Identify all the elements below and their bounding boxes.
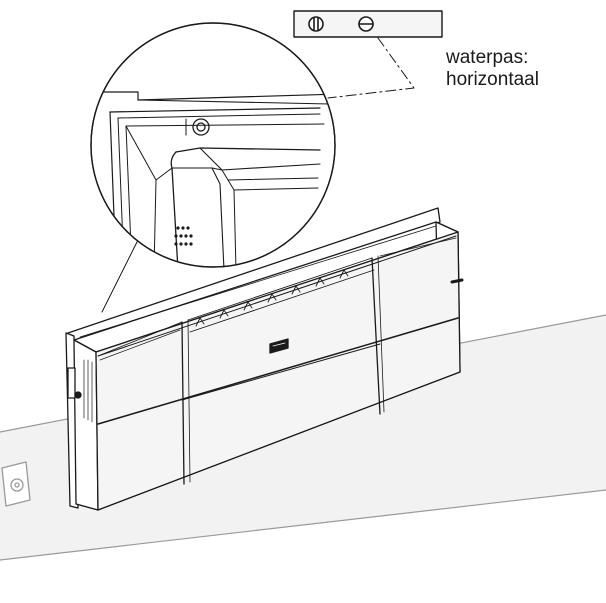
screw-slot-horizontal-icon — [358, 16, 374, 32]
brand-badge — [269, 338, 289, 354]
side-connector-left — [67, 367, 82, 399]
annotation-line-2: horizontaal — [446, 69, 539, 90]
terminal-teeth — [195, 269, 349, 327]
detail-magnifier — [90, 22, 336, 268]
magnifier-leader-line — [101, 231, 143, 313]
side-vents — [83, 359, 93, 423]
side-connector-right — [450, 278, 464, 284]
annotation-line-1: waterpas: — [446, 47, 529, 68]
wall-socket — [1, 461, 31, 507]
vent-holes — [174, 226, 193, 246]
mount-screw — [185, 118, 210, 136]
level-annotation: waterpas: horizontaal — [446, 47, 539, 91]
control-unit — [67, 221, 464, 511]
level-leader-line — [327, 37, 415, 99]
screw-slot-vertical-icon — [308, 16, 324, 32]
spirit-level-icon — [293, 10, 443, 38]
